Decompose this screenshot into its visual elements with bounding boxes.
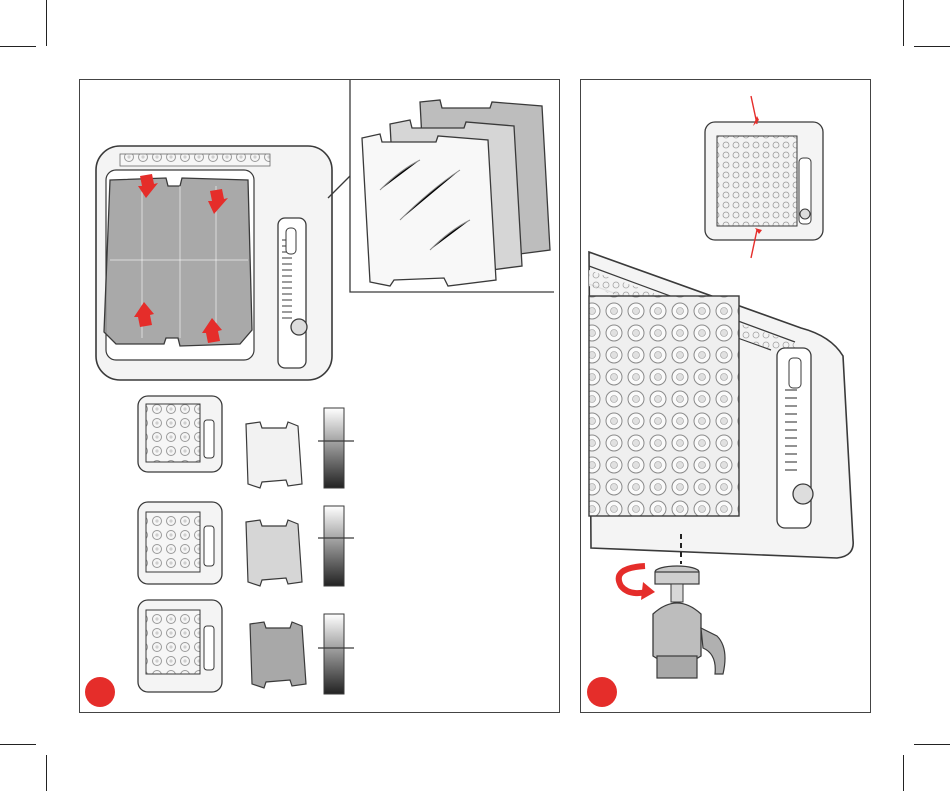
diffuser-stack-inset-icon <box>328 80 554 292</box>
right-instruction-panel <box>580 79 871 713</box>
crop-mark <box>46 755 47 791</box>
diffuser-brightness-scale-icon <box>138 396 354 694</box>
crop-mark <box>0 46 36 47</box>
step-marker-dot <box>85 677 115 707</box>
rotate-arrow-icon <box>619 566 655 600</box>
crop-mark <box>903 0 904 46</box>
mini-light-panel-icon <box>705 96 823 258</box>
crop-mark <box>903 755 904 791</box>
crop-mark <box>46 0 47 46</box>
ball-head-mount-icon <box>653 534 725 678</box>
left-panel-illustration <box>80 80 561 714</box>
light-panel-icon <box>96 146 332 380</box>
light-panel-closeup-icon <box>589 252 853 558</box>
crop-mark <box>914 46 950 47</box>
right-panel-illustration <box>581 80 872 714</box>
step-marker-dot <box>587 677 617 707</box>
crop-mark <box>0 744 36 745</box>
left-instruction-panel <box>79 79 560 713</box>
crop-mark <box>914 744 950 745</box>
